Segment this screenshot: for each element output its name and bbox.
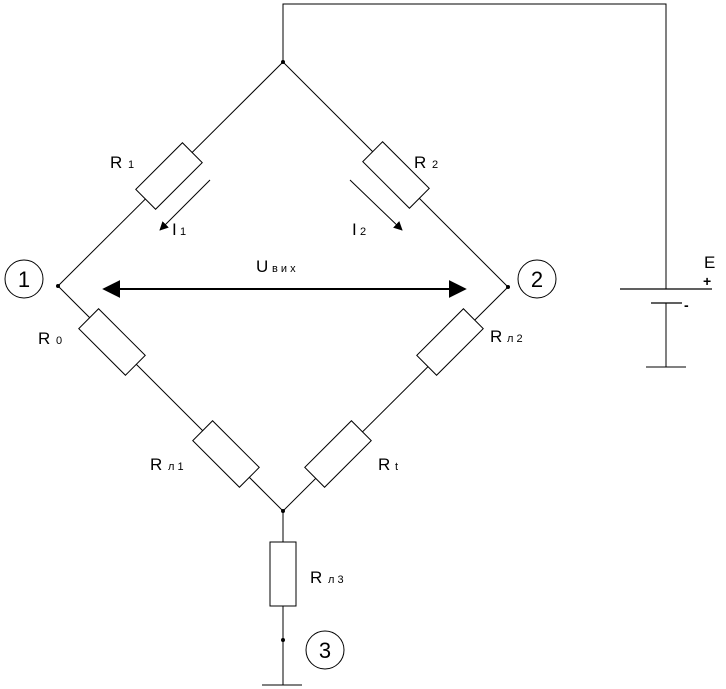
resistor-rt [304, 420, 372, 488]
node-2-label: 2 [531, 267, 543, 292]
label-r0-sub: 0 [56, 335, 62, 347]
current-arrow-i1 [159, 179, 211, 231]
junction-bottom [281, 509, 285, 513]
label-source-e: E [704, 253, 715, 272]
label-i1-sub: 1 [180, 226, 186, 238]
label-source-minus: - [684, 297, 689, 313]
resistor-rl1 [192, 420, 260, 488]
label-rl3-main: R [310, 568, 322, 587]
junction-left [56, 284, 60, 288]
node-1-marker: 1 [4, 259, 44, 299]
node-1-label: 1 [18, 267, 30, 292]
resistor-rl2 [416, 308, 484, 376]
label-r2-main: R [414, 153, 426, 172]
label-rt-sub: t [395, 461, 398, 473]
junction-node3 [281, 638, 285, 642]
resistor-rl3 [269, 541, 297, 607]
resistor-r0 [78, 308, 146, 376]
label-r1-sub: 1 [128, 159, 134, 171]
label-rl2-main: R [490, 327, 502, 346]
label-rl2-sub: л 2 [507, 333, 523, 345]
node-2-marker: 2 [517, 259, 557, 299]
label-r0-main: R [38, 329, 50, 348]
label-r2-sub: 2 [432, 159, 438, 171]
label-voltage-main: U [256, 257, 268, 276]
node-3-marker: 3 [305, 630, 345, 670]
label-rl1-main: R [150, 455, 162, 474]
label-voltage-sub: в и х [272, 263, 296, 275]
node-3-label: 3 [319, 638, 331, 663]
label-rl3-sub: л 3 [328, 574, 344, 586]
supply-wire-top [282, 3, 667, 289]
label-i1-main: I [172, 220, 177, 239]
junction-right [506, 285, 510, 289]
label-rt-main: R [378, 455, 390, 474]
junction-top [281, 60, 285, 64]
resistor-r1 [135, 142, 203, 210]
label-source-plus: + [703, 273, 711, 289]
resistor-r2 [362, 141, 430, 209]
label-i2-sub: 2 [360, 226, 366, 238]
current-arrow-i2 [349, 179, 403, 231]
label-rl1-sub: л 1 [168, 461, 184, 473]
label-i2-main: I [352, 220, 357, 239]
label-r1-main: R [110, 153, 122, 172]
